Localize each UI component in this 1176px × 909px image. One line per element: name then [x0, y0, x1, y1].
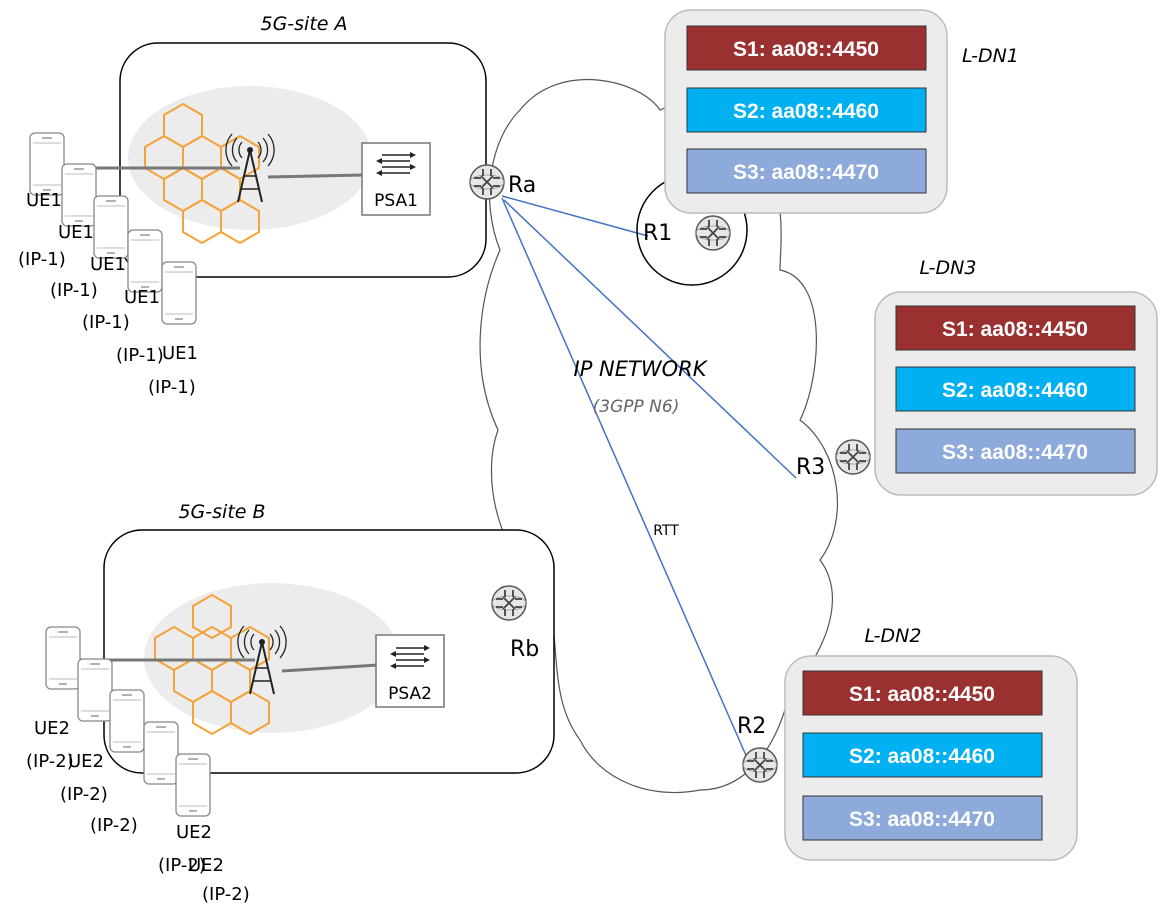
ue2-phone-icon	[45, 626, 81, 690]
ue2-name: UE2	[176, 822, 212, 843]
ue1-name: UE1	[162, 343, 198, 364]
ue1-phone-icon	[127, 229, 163, 293]
site-a: PSA1 5G-site A	[65, 13, 487, 278]
service-s1-label: S1: aa08::4450	[942, 318, 1088, 341]
router-icon	[835, 439, 871, 475]
site-a-cells	[144, 102, 260, 245]
service-s2-box	[686, 87, 927, 133]
site-b-coverage-area	[144, 583, 400, 733]
service-s3-box	[686, 148, 927, 194]
router-ra-label: Ra	[508, 173, 536, 198]
rtt-label: RTT	[653, 523, 679, 539]
link-ra-r3	[503, 199, 797, 479]
service-s3-box	[895, 428, 1136, 474]
router-icon	[742, 747, 778, 783]
ue2-name: UE2	[188, 855, 224, 876]
ue1-ip: (IP-1)	[148, 377, 196, 398]
psa1-box	[361, 142, 431, 216]
service-s1-label: S1: aa08::4450	[849, 683, 995, 706]
ue1-name: UE1	[124, 287, 160, 308]
psa2-label: PSA2	[388, 684, 432, 704]
ue1-name: UE1	[26, 190, 62, 211]
router-r2-label: R2	[737, 714, 766, 739]
ue1-ip: (IP-1)	[18, 249, 66, 270]
l-dn3: L-DN3 S1: aa08::4450 S2: aa08::4460 S3: …	[874, 257, 1158, 496]
l-dn3-label: L-DN3	[920, 257, 977, 279]
ue1-name: UE1	[58, 222, 94, 243]
ue2-ip: (IP-2)	[60, 784, 108, 805]
site-b-label: 5G-site B	[178, 501, 265, 523]
site-a-backhaul-link	[267, 173, 364, 179]
links	[501, 195, 797, 761]
link-ra-r1	[501, 195, 649, 237]
ip-network-title: IP NETWORK	[574, 357, 709, 381]
ue1-ip: (IP-1)	[116, 345, 164, 366]
ue1-phone-icon	[161, 261, 197, 325]
ue1-ip: (IP-1)	[50, 280, 98, 301]
service-s2-box	[895, 366, 1136, 412]
site-a-label: 5G-site A	[260, 13, 347, 35]
router-ra: Ra	[469, 164, 536, 200]
router-icon	[695, 215, 731, 251]
ue1-phone-icon	[29, 132, 65, 196]
link-ra-r2	[501, 197, 749, 761]
l-dn2: L-DN2 S1: aa08::4450 S2: aa08::4460 S3: …	[784, 625, 1078, 861]
ue2-phone-icon	[109, 689, 145, 753]
l-dn1: L-DN1 S1: aa08::4450 S2: aa08::4460 S3: …	[664, 9, 1019, 214]
ue2-name: UE2	[34, 718, 70, 739]
psa1-label: PSA1	[374, 191, 418, 211]
ue2-ip: (IP-2)	[158, 855, 206, 876]
ue2-ip: (IP-2)	[202, 884, 250, 905]
site-a-ues: UE1 (IP-1) UE1 (IP-1) UE1 (IP-1) UE1 (IP…	[18, 132, 198, 398]
ue2-name: UE2	[68, 751, 104, 772]
service-s1-label: S1: aa08::4450	[733, 38, 879, 61]
service-s1-box	[802, 670, 1043, 716]
service-s1-box	[686, 25, 927, 71]
service-s2-label: S2: aa08::4460	[733, 100, 879, 123]
service-s1-box	[895, 305, 1136, 351]
ue1-ip: (IP-1)	[82, 312, 130, 333]
ue2-phone-icon	[143, 721, 179, 785]
router-rb-label: Rb	[510, 637, 539, 662]
ue2-phone-icon	[77, 658, 113, 722]
site-b: PSA2 5G-site B	[80, 501, 555, 774]
router-r1-label: R1	[643, 221, 672, 246]
service-s2-label: S2: aa08::4460	[849, 745, 995, 768]
l-dn1-label: L-DN1	[962, 45, 1019, 67]
router-r3-label: R3	[796, 455, 825, 480]
ue2-ip: (IP-2)	[26, 751, 74, 772]
ip-network-subtitle: (3GPP N6)	[593, 397, 680, 417]
ue1-phone-icon	[61, 163, 97, 227]
site-a-coverage-area	[128, 86, 372, 230]
router-r3: R3	[796, 439, 871, 480]
router-r2: R2	[737, 714, 778, 783]
router-rb: Rb	[491, 585, 539, 662]
router-icon	[469, 164, 505, 200]
service-s2-label: S2: aa08::4460	[942, 379, 1088, 402]
service-s2-box	[802, 732, 1043, 778]
service-s3-box	[802, 795, 1043, 841]
ue2-ip: (IP-2)	[90, 815, 138, 836]
ue1-phone-icon	[93, 195, 129, 259]
service-s3-label: S3: aa08::4470	[733, 161, 879, 184]
psa2-box	[375, 634, 445, 708]
site-b-cells	[154, 593, 270, 736]
site-b-ues: UE2 (IP-2) UE2 (IP-2) (IP-2) UE2 UE2 (IP…	[26, 626, 250, 905]
router-icon	[491, 585, 527, 621]
service-s3-label: S3: aa08::4470	[942, 441, 1088, 464]
ue1-name: UE1	[90, 254, 126, 275]
l-dn2-label: L-DN2	[865, 625, 922, 647]
ue2-phone-icon	[175, 753, 211, 817]
service-s3-label: S3: aa08::4470	[849, 808, 995, 831]
site-b-backhaul-link	[281, 663, 379, 673]
